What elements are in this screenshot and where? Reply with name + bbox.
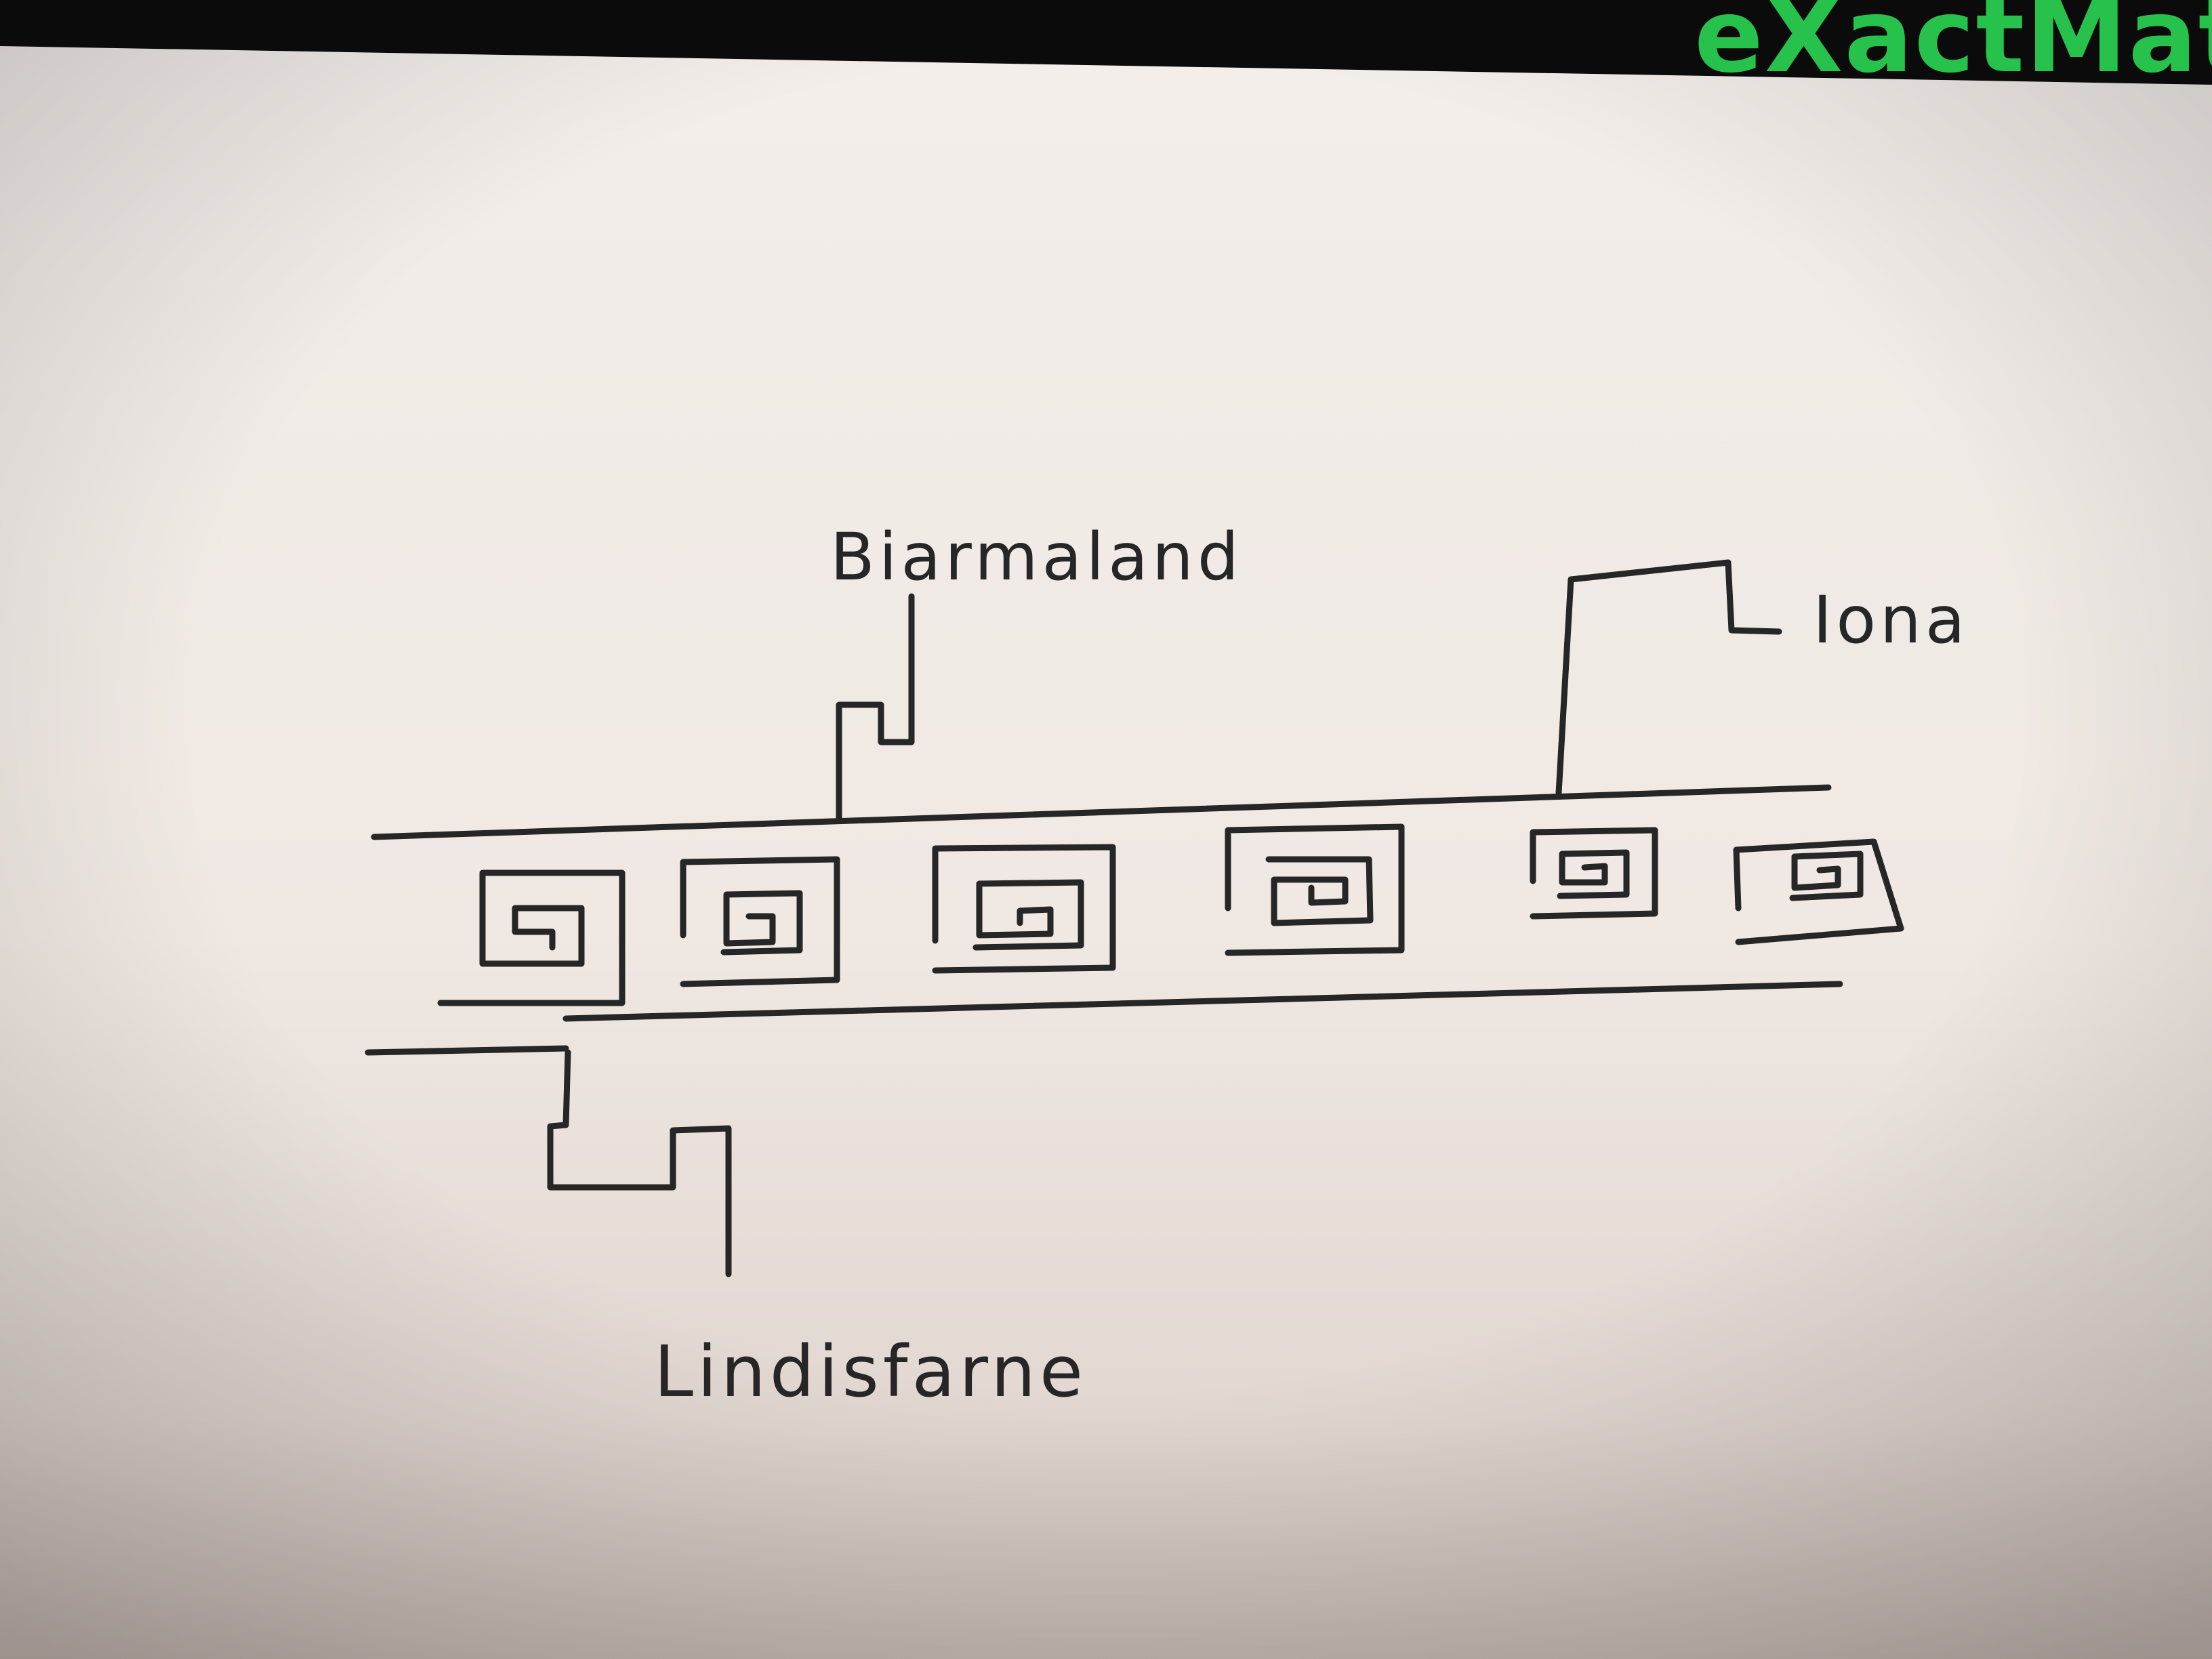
route-to-biarmaland bbox=[836, 593, 915, 823]
paper-vignette bbox=[0, 46, 2212, 1659]
spiral-motif bbox=[437, 869, 626, 1006]
lower-coastline bbox=[365, 1045, 569, 1056]
spiral-motif bbox=[680, 856, 840, 987]
upper-coastline bbox=[371, 784, 1832, 840]
spiral-motif bbox=[932, 844, 1116, 974]
spiral-motif bbox=[1733, 838, 1904, 945]
diagram bbox=[365, 559, 1904, 1277]
route-to-lindisfarne bbox=[547, 1049, 732, 1277]
label-iona: Iona bbox=[1813, 582, 1969, 658]
label-biarmaland: Biarmaland bbox=[830, 519, 1243, 595]
label-lindisfarne: Lindisfarne bbox=[654, 1330, 1087, 1413]
band-lower-line bbox=[562, 981, 1843, 1022]
route-to-iona bbox=[1555, 559, 1782, 796]
spiral-motif bbox=[1225, 823, 1405, 956]
spiral-motif bbox=[1530, 827, 1658, 920]
